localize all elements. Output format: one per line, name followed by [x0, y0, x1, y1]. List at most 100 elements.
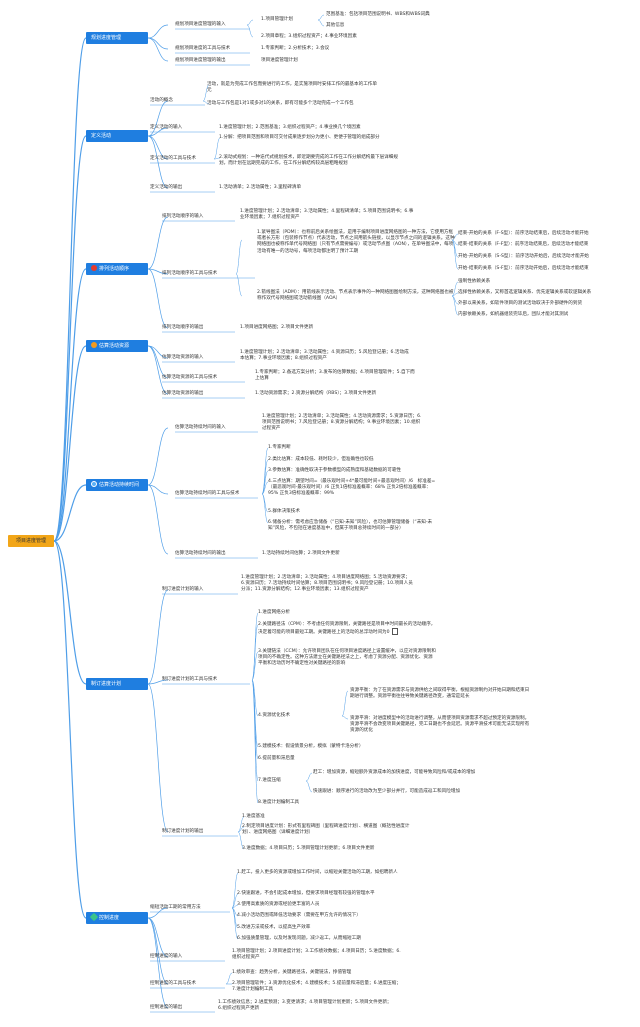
control-tools[interactable]: 控制进度的工具与技术 [150, 981, 196, 986]
connector [251, 624, 259, 681]
resource-tools[interactable]: 估算活动资源的工具与技术 [162, 375, 218, 380]
connector [147, 683, 169, 833]
control-inputs[interactable]: 控制进度的输入 [150, 954, 183, 959]
orange-circle-icon [91, 342, 97, 348]
resource-tools-list: 1.专家判断；2.备选方案分析；3.发布的估算数据；4.项目管理软件；5.自下而… [255, 370, 415, 382]
expert-judgment: 1.专家判断 [268, 445, 291, 450]
shorten-methods[interactable]: 缩短活动工期的常用方法 [150, 905, 201, 910]
sequence-tools[interactable]: 排列活动顺序的工具与技术 [162, 271, 218, 276]
connector [147, 268, 169, 275]
rolling-wave-text: 2.滚动式规划：一种迭代式规划技术，即近期要完成的工作在工作分解结构最下层详细规… [219, 155, 398, 167]
external-dependency: 外部以来关系，如软件项目的测试活动取决于外部硬件的到货 [458, 301, 583, 306]
plan-inputs-list: 2.项目章程；3.组织过程资产；4.事业环境因素 [261, 34, 357, 39]
branch-define-activities[interactable]: 定义活动 [86, 130, 148, 142]
connector [147, 24, 169, 39]
method-crashing: 1.赶工，投入更多的资源或增加工作时间，以缩短关键活动的工期，如招聘新人 [237, 870, 398, 875]
connector [341, 715, 349, 720]
activity-concept[interactable]: 活动的概念 [150, 98, 173, 103]
connector [251, 679, 259, 760]
branch-control-schedule[interactable]: 控制进度 [86, 912, 148, 924]
connector [147, 484, 169, 555]
plan-tools[interactable]: 规划项目进度的工具与技术 [175, 46, 231, 51]
schedule-outputs-rest: 3.进度数据；4.项目日历；5.项目管理计划更新；6.项目文件更新 [242, 846, 375, 851]
connector [451, 233, 459, 241]
control-outputs-list: 1.工作绩效信息；2.进度预测；3.变更请求；4.项目管理计划更新；5.项目文件… [218, 1000, 392, 1012]
leads-lags: 6.提前量和滞后量 [258, 756, 295, 761]
define-outputs[interactable]: 定义活动的输出 [150, 185, 183, 190]
blue-circle-icon [91, 481, 97, 487]
resource-outputs[interactable]: 估算活动资源的输出 [162, 391, 204, 396]
connector [53, 135, 87, 542]
cpm-text: 2.关键路径法（CPM）：不考虑任何资源限制，关键路径是项目中时间最长的活动顺序… [258, 622, 436, 636]
connector [53, 484, 87, 542]
connector [213, 137, 221, 160]
branch-estimate-resources[interactable]: 估算活动资源 [86, 340, 148, 352]
connector [202, 100, 210, 105]
connector [261, 493, 269, 524]
connector [147, 917, 169, 1009]
connector [202, 84, 210, 102]
duration-tools[interactable]: 估算活动持续时间的工具与技术 [175, 491, 240, 496]
connector [53, 268, 87, 542]
connector [317, 14, 325, 21]
duration-outputs[interactable]: 估算活动持续时间的输出 [175, 551, 226, 556]
connector [246, 24, 254, 38]
green-gem-icon [89, 912, 99, 922]
method-improve-tech: 5.改进方法或技术，以提高生产效率 [237, 925, 311, 930]
schedule-outputs[interactable]: 制订进度计划的输出 [162, 829, 204, 834]
adm-text: 2.箭线图法（ADM）：用箭线表示活动、节点表示事件的一种网络图图绘制方法，这种… [257, 290, 454, 302]
resource-inputs[interactable]: 估算活动资源的输入 [162, 355, 204, 360]
connector [451, 292, 459, 297]
plan-inputs[interactable]: 规划项目进度管理的输入 [175, 22, 226, 27]
connector [251, 651, 259, 681]
connector [451, 239, 459, 270]
connector [341, 690, 349, 717]
duration-inputs[interactable]: 估算活动持续时间的输入 [175, 425, 226, 430]
root-node[interactable]: 项目进度管理 [8, 535, 54, 547]
branch-estimate-durations[interactable]: 估算活动持续时间 [86, 479, 148, 491]
sequence-outputs[interactable]: 排列活动顺序的输出 [162, 325, 204, 330]
pdm-text: 1.紧导图法（PDM）：也称前后关系绘图法，是用于编制项目进度网络图的一种方法，… [257, 230, 455, 254]
schedule-inputs[interactable]: 制订进度计划的输入 [162, 587, 204, 592]
connector [147, 484, 169, 495]
schedule-compression: 7.进度压缩 [258, 778, 281, 783]
connector [235, 273, 243, 297]
connector [235, 239, 243, 275]
schedule-baseline: 1.进度基准 [242, 814, 265, 819]
connector [147, 216, 169, 270]
activity-concept-text-2: 活动与工作包是1对1或多对1的关系，即有可能多个活动完成一个工作包 [207, 101, 354, 106]
project-schedule: 2.制定项目进度计划：形式有里程碑图（里程碑进度计划）、横道图（概括性进度计划）… [242, 824, 410, 836]
sequence-inputs[interactable]: 排列活动顺序的输入 [162, 214, 204, 219]
connector [53, 37, 87, 542]
connector [147, 37, 169, 62]
method-reduce-scope: 4.减小活动范围或降低活动要求（需要在甲方允许的情况下） [237, 913, 361, 918]
note-icon[interactable] [391, 628, 398, 636]
connector [261, 481, 269, 495]
define-tools[interactable]: 定义活动的工具与技术 [150, 156, 196, 161]
connector [147, 37, 169, 50]
control-inputs-list: 1.项目管理计划；2.项目进度计划；3.工作绩效数据；4.项目日历；5.进度数据… [232, 949, 401, 961]
modeling-techniques: 5.建模技术：假设情景分析，模拟（蒙特卡洛分析） [258, 744, 364, 749]
pm-plan-node[interactable]: 1.项目管理计划 [261, 17, 293, 22]
three-point-estimating: 4.三点估算：期望时间=（最乐观时间+4*最可能时间+最悲观时间）/6 标准差=… [268, 479, 436, 497]
fs-relation: 结束-开始的关系（F-S型）：前序活动结束后，后续活动才能开始 [458, 231, 589, 236]
connector [53, 540, 87, 919]
ccm-text: 3.关键链法（CCM）：允许项目团队在任何项目进度路径上设置缓冲，以应对资源限制… [258, 649, 436, 667]
crashing: 赶工：增加资源，缩短额外资源成本的加快进度，可能导致风险和/或成本的增加 [313, 770, 476, 775]
method-fast-tracking: 2.快速跟进，不会引起成本增加，但要求项目经理有较强的管理水平 [237, 891, 375, 896]
internal-dependency: 内部依赖关系，如机器组装完毕后，团队才能对其测试 [458, 312, 569, 317]
sequence-inputs-list: 1.进度管理计划；2.活动清单；3.活动属性；4.里程碑清单；5.项目范围说明书… [240, 209, 414, 221]
scope-baseline-note: 范围基准：包括项目范围说明书、WBS和WBS词典 [326, 12, 430, 17]
branch-sequence-activities[interactable]: 排列活动顺序 [86, 263, 148, 275]
decomposition-text: 1.分解：把项目范围和项目可交付成果逐步划分为更小、更便于管理的组成部分 [219, 135, 380, 140]
define-inputs[interactable]: 定义活动的输入 [150, 125, 183, 130]
schedule-tools[interactable]: 制订进度计划的工具与技术 [162, 677, 218, 682]
connector [53, 345, 87, 542]
branch-develop-schedule[interactable]: 制订进度计划 [86, 678, 148, 690]
duration-inputs-list: 1.进度管理计划；2.活动清单；3.活动属性；4.活动资源需求；5.资源日历；6… [262, 414, 422, 432]
plan-outputs-list: 项目进度管理计划 [261, 58, 298, 63]
connector [147, 907, 169, 919]
branch-plan-schedule[interactable]: 规划进度管理 [86, 32, 148, 44]
plan-outputs[interactable]: 规划项目进度管理的输出 [175, 58, 226, 63]
control-outputs[interactable]: 控制进度的输出 [150, 1005, 183, 1010]
